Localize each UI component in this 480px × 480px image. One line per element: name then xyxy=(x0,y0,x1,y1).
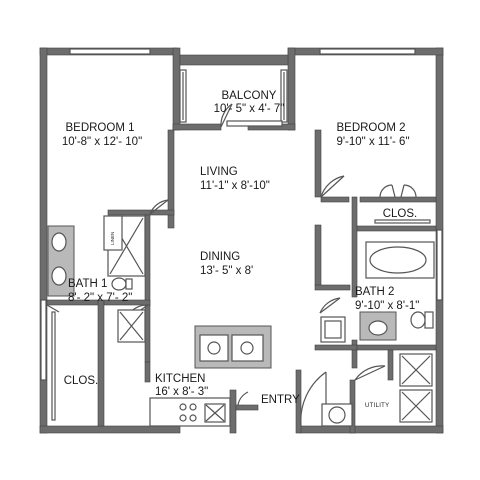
bath1-toilet xyxy=(111,277,133,291)
bath2-cabinet xyxy=(320,316,346,343)
bath2-label: BATH 2 xyxy=(355,286,394,298)
bath1-label: BATH 1 xyxy=(68,278,107,290)
living-label: LIVING xyxy=(200,166,238,178)
kitchen-dims: 16' x 8'- 3" xyxy=(155,386,208,398)
living-dims: 11'-1" x 8'-10" xyxy=(200,180,270,192)
closet-right-label: CLOS. xyxy=(383,208,418,220)
entry-label: ENTRY xyxy=(261,394,300,406)
closet-left-shelf xyxy=(51,311,56,421)
labels: BALCONY 10'- 5" x 4'- 7" BEDROOM 1 10'-8… xyxy=(62,90,420,409)
bathtub xyxy=(365,241,435,279)
bedroom1-label: BEDROOM 1 xyxy=(65,122,134,134)
balcony-doors xyxy=(179,69,288,128)
bath2-vanity xyxy=(359,311,397,341)
windows xyxy=(40,48,443,381)
closet-right-shelf xyxy=(374,219,431,224)
kitchen-counter xyxy=(149,397,231,427)
closet-left-label: CLOS. xyxy=(64,375,99,387)
linen-cabinet: LINEN xyxy=(103,215,123,251)
balcony-label: BALCONY xyxy=(222,90,277,102)
utility-label: UTILITY xyxy=(365,403,389,409)
linen-label: LINEN xyxy=(110,232,115,245)
bath1-dims: 8'- 2" x 7'- 2" xyxy=(68,292,132,304)
balcony-dims: 10'- 5" x 4'- 7" xyxy=(214,103,285,115)
washer-dryer xyxy=(399,353,433,423)
doors xyxy=(46,175,417,427)
bath1-vanity xyxy=(47,225,75,297)
bath2-dims: 9'-10" x 8'-1" xyxy=(355,300,419,312)
kitchen-island xyxy=(194,325,272,369)
kitchen-label: KITCHEN xyxy=(155,373,205,385)
water-heater xyxy=(321,403,353,427)
bath2-toilet xyxy=(410,311,434,329)
refrigerator xyxy=(117,309,146,343)
bedroom2-dims: 9'-10" x 11'- 6" xyxy=(336,136,409,148)
bedroom1-dims: 10'-8" x 12'- 10" xyxy=(62,136,142,148)
bedroom2-label: BEDROOM 2 xyxy=(336,122,405,134)
dining-dims: 13'- 5" x 8' xyxy=(200,265,253,277)
dining-label: DINING xyxy=(200,251,240,263)
